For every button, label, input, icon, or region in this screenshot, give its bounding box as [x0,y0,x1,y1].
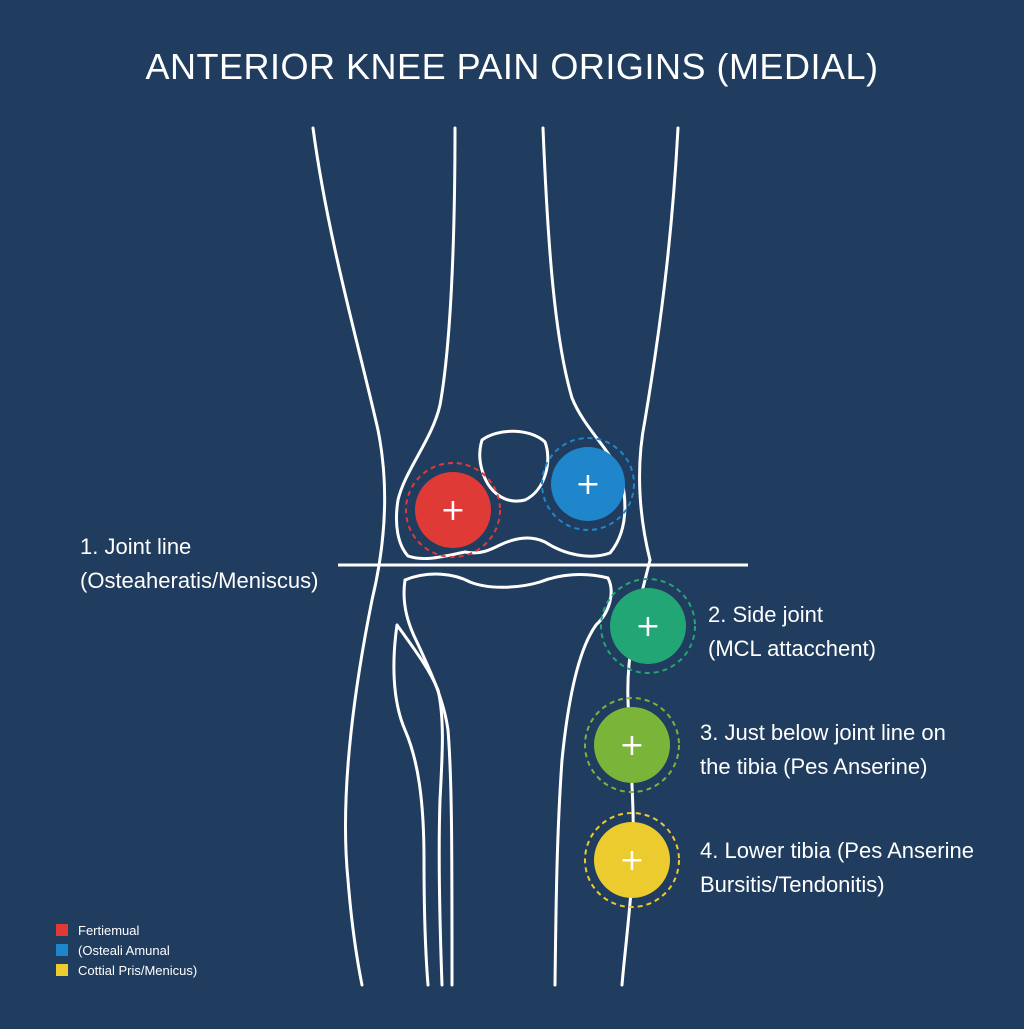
legend-item: Cottial Pris/Menicus) [56,960,197,980]
tibia-plateau-contour [405,574,611,985]
blue-pain-marker: + [542,438,634,530]
outer-leg-right-contour [640,128,678,560]
tibia-left-contour [404,580,452,985]
label-joint-line-title: 1. Joint line [80,530,318,564]
legend-text: (Osteali Amunal [78,943,170,958]
label-lower-tibia-title: 4. Lower tibia (Pes Anserine [700,834,974,868]
legend-text: Cottial Pris/Menicus) [78,963,197,978]
label-below-joint-title: 3. Just below joint line on [700,716,946,750]
outer-leg-left-contour [313,128,385,985]
label-side-joint: 2. Side joint (MCL attacchent) [708,598,876,666]
patella-contour [480,431,548,501]
plus-icon: + [619,843,644,878]
legend: Fertiemual (Osteali Amunal Cottial Pris/… [56,920,197,980]
legend-text: Fertiemual [78,923,139,938]
plus-icon: + [619,728,644,763]
legend-swatch-yellow [56,964,68,976]
label-side-joint-title: 2. Side joint [708,598,876,632]
lime-pain-marker: + [585,698,679,792]
label-joint-line: 1. Joint line (Osteaheratis/Meniscus) [80,530,318,598]
legend-swatch-red [56,924,68,936]
label-lower-tibia: 4. Lower tibia (Pes Anserine Bursitis/Te… [700,834,974,902]
plus-icon: + [575,467,600,502]
fibula-contour [394,625,442,985]
page-title: ANTERIOR KNEE PAIN ORIGINS (MEDIAL) [0,46,1024,88]
legend-swatch-blue [56,944,68,956]
label-lower-tibia-detail: Bursitis/Tendonitis) [700,868,974,902]
teal-pain-marker: + [601,579,695,673]
legend-item: Fertiemual [56,920,197,940]
label-joint-line-detail: (Osteaheratis/Meniscus) [80,564,318,598]
plus-icon: + [635,609,660,644]
label-below-joint: 3. Just below joint line on the tibia (P… [700,716,946,784]
yellow-pain-marker: + [585,813,679,907]
label-side-joint-detail: (MCL attacchent) [708,632,876,666]
legend-item: (Osteali Amunal [56,940,197,960]
label-below-joint-detail: the tibia (Pes Anserine) [700,750,946,784]
plus-icon: + [440,493,465,528]
